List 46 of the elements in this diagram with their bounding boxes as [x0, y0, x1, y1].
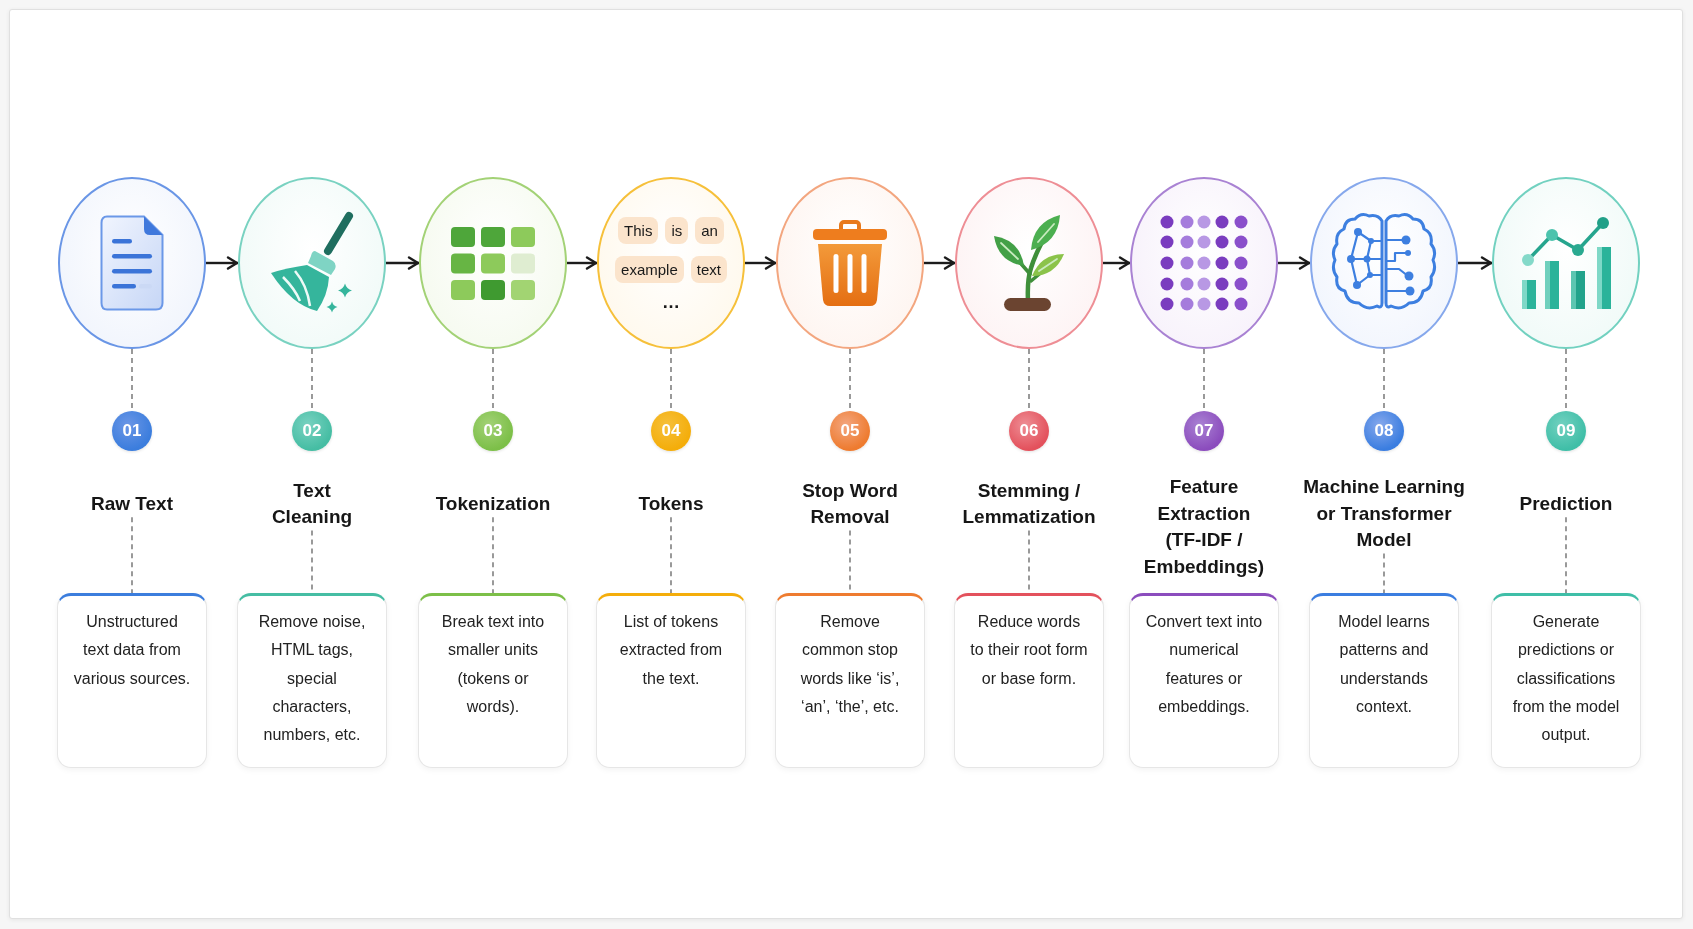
description-card: [775, 593, 925, 768]
arrow: [206, 256, 239, 270]
step-description: Convert text into numerical features or embeddings.: [1144, 612, 1264, 717]
arrow: [1458, 256, 1493, 270]
description-card: [1129, 593, 1279, 768]
step-title: Feature Extraction (TF-IDF / Embeddings): [1139, 474, 1269, 580]
step-description: Remove noise, HTML tags, special characters, numbers, etc.: [257, 612, 367, 746]
token-tag: is: [665, 217, 689, 244]
step-description: Model learns patterns and understands context.: [1337, 612, 1431, 717]
step-title: Machine Learning or Transformer Model: [1296, 474, 1472, 554]
step-description: Remove common stop words like ‘is’, ‘an’, ‘the’, etc.: [799, 612, 901, 717]
arrow: [567, 256, 598, 270]
step-title: Tokenization: [408, 490, 578, 518]
token-tag: text: [690, 256, 727, 283]
arrow: [924, 256, 956, 270]
token-tag: example: [615, 256, 684, 283]
step-description: Break text into smaller units (tokens or words).: [440, 612, 546, 717]
description-card: [954, 593, 1104, 768]
dashed-line: [492, 516, 494, 594]
description-card: [596, 593, 746, 768]
token-tag: This: [618, 217, 659, 244]
step-description: List of tokens extracted from the text.: [618, 612, 724, 689]
step-description: Unstructured text data from various sources.: [72, 612, 192, 689]
arrow: [1103, 256, 1131, 270]
description-card: [1491, 593, 1641, 768]
step-title: Text Cleaning: [257, 477, 367, 531]
arrow: [745, 256, 777, 270]
step-title: Raw Text: [47, 490, 217, 518]
description-card: [57, 593, 207, 768]
step-title: Stop Word Removal: [785, 477, 915, 531]
step-description: Generate predictions or classifications from the model output.: [1511, 612, 1621, 746]
token-tag: an: [695, 217, 724, 244]
dashed-line: [670, 516, 672, 594]
description-card: [1309, 593, 1459, 768]
step-title: Stemming / Lemmatization: [944, 477, 1114, 531]
arrow: [1278, 256, 1311, 270]
dashed-line: [1383, 552, 1385, 594]
description-card: [418, 593, 568, 768]
step-title: Prediction: [1481, 490, 1651, 518]
dashed-line: [131, 516, 133, 594]
dashed-line: [1565, 516, 1567, 594]
description-card: [237, 593, 387, 768]
step-title: Tokens: [586, 490, 756, 518]
ellipsis: …: [662, 295, 680, 309]
step-description: Reduce words to their root form or base form.: [969, 612, 1089, 689]
arrow: [386, 256, 420, 270]
